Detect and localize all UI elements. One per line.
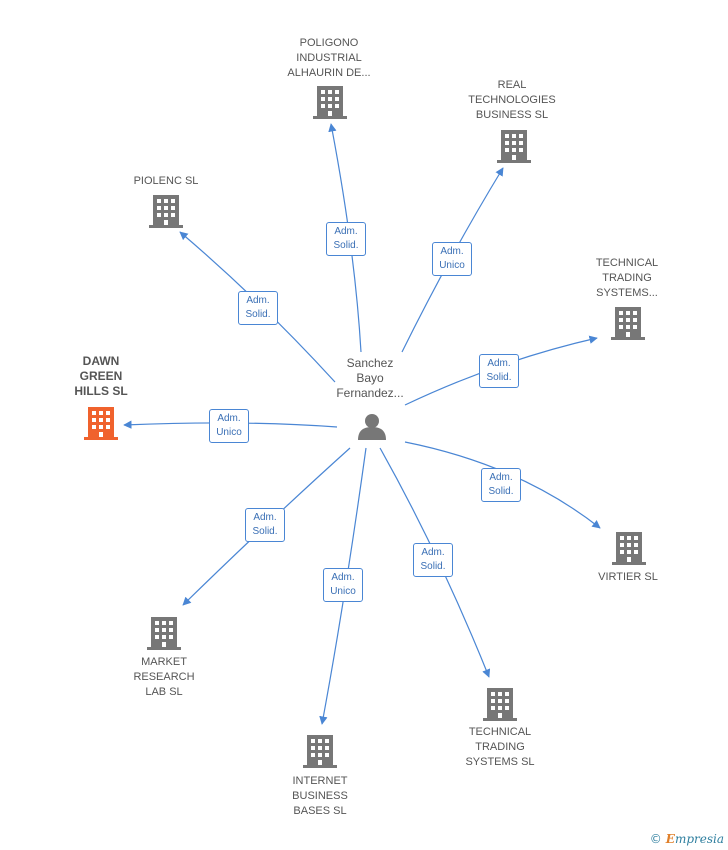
relation-badge-dawn-green: Adm.Unico	[209, 409, 249, 443]
company-name-virtier[interactable]: VIRTIER SL	[598, 571, 658, 583]
relation-badge-piolenc: Adm.Solid.	[238, 291, 278, 325]
relation-badge-market-research: Adm.Solid.	[245, 508, 285, 542]
building-icon[interactable]	[313, 86, 347, 119]
building-icon[interactable]	[147, 617, 181, 650]
company-name-piolenc[interactable]: PIOLENC SL	[133, 175, 199, 187]
relation-badge-tech-trading-1: Adm.Solid.	[479, 354, 519, 388]
person-icon	[358, 414, 386, 440]
relation-badge-real-tech: Adm.Unico	[432, 242, 472, 276]
building-icon[interactable]	[611, 307, 645, 340]
relation-badge-virtier: Adm.Solid.	[481, 468, 521, 502]
relation-badge-tech-trading-2: Adm.Solid.	[413, 543, 453, 577]
building-icon[interactable]	[303, 735, 337, 768]
center-person-name[interactable]: Sanchez Bayo Fernandez...	[336, 356, 404, 400]
building-icon[interactable]	[497, 130, 531, 163]
relation-badge-poligono: Adm.Solid.	[326, 222, 366, 256]
brand-logo-initial: E	[665, 832, 675, 846]
building-icon[interactable]	[483, 688, 517, 721]
building-icon[interactable]	[149, 195, 183, 228]
copyright-icon: ©	[649, 832, 662, 846]
building-icon[interactable]	[612, 532, 646, 565]
edges	[123, 123, 601, 725]
relation-badge-internet-business: Adm.Unico	[323, 568, 363, 602]
brand-logo-text: mpresia	[674, 832, 724, 846]
copyright-notice: ©Empresia	[650, 832, 724, 846]
building-icon[interactable]	[84, 407, 118, 440]
